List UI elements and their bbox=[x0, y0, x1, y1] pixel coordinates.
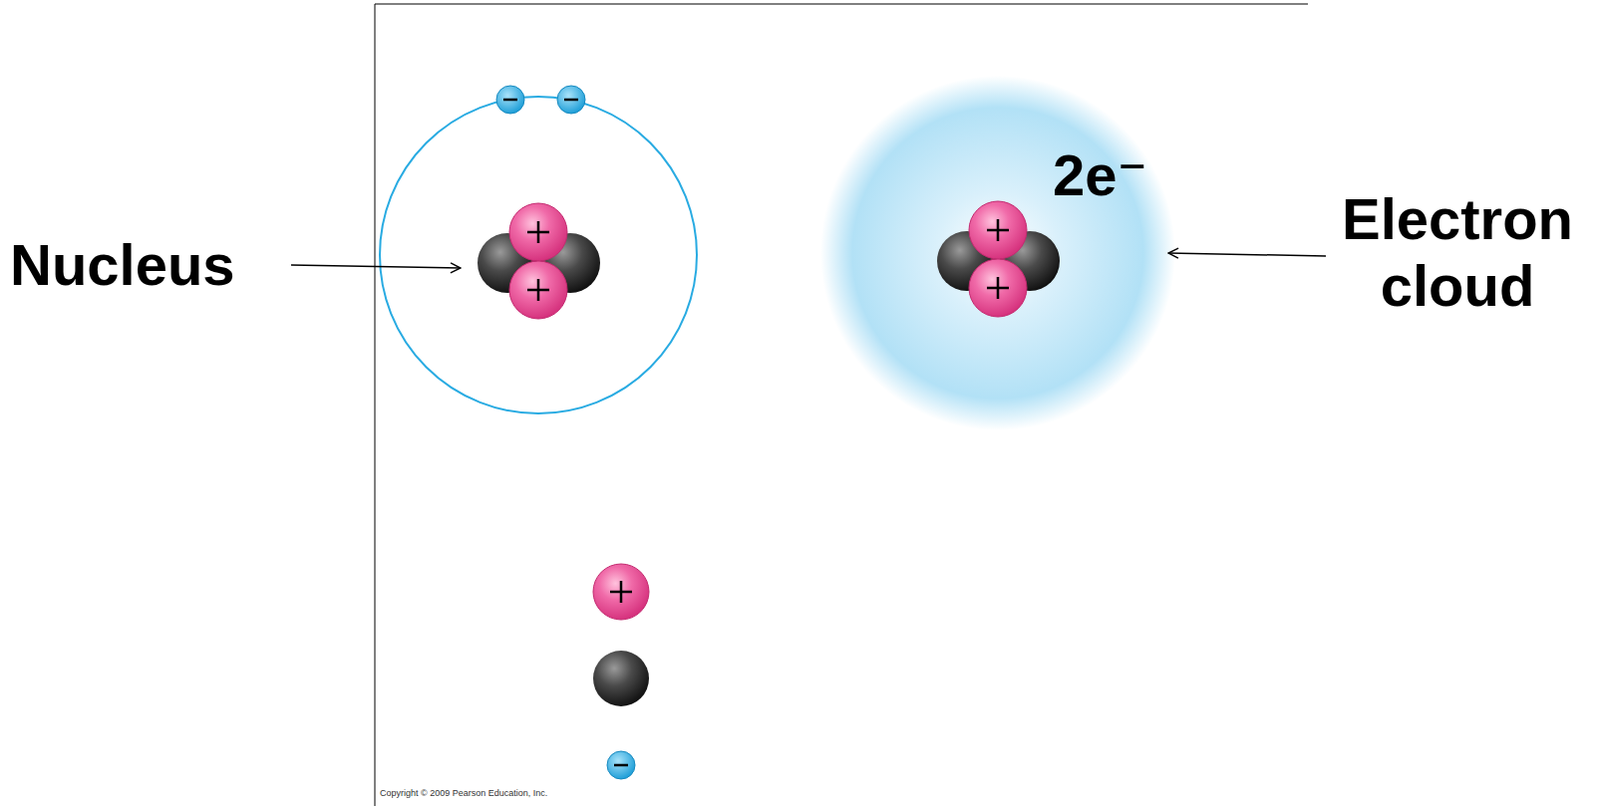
frame-line bbox=[374, 3, 1308, 5]
part-label: Electron cloud bbox=[1322, 186, 1593, 320]
helium-nucleus bbox=[477, 203, 601, 320]
copyright-note: Copyright © 2009 Pearson Education, Inc. bbox=[379, 788, 548, 799]
electron-orbit bbox=[379, 96, 697, 414]
electron-particle bbox=[557, 85, 586, 114]
electron-cloud bbox=[820, 75, 1176, 431]
electron-symbol bbox=[607, 751, 636, 780]
neutron-symbol bbox=[593, 650, 649, 707]
frame-line bbox=[374, 3, 376, 806]
leader-arrow bbox=[1168, 253, 1326, 257]
proton-symbol bbox=[593, 564, 649, 621]
part-label: Nucleus bbox=[9, 232, 236, 300]
helium-nucleus bbox=[937, 201, 1060, 318]
leader-arrow bbox=[291, 265, 461, 269]
electron-particle bbox=[496, 85, 525, 114]
electron-count: 2e⁻ bbox=[1052, 142, 1148, 210]
